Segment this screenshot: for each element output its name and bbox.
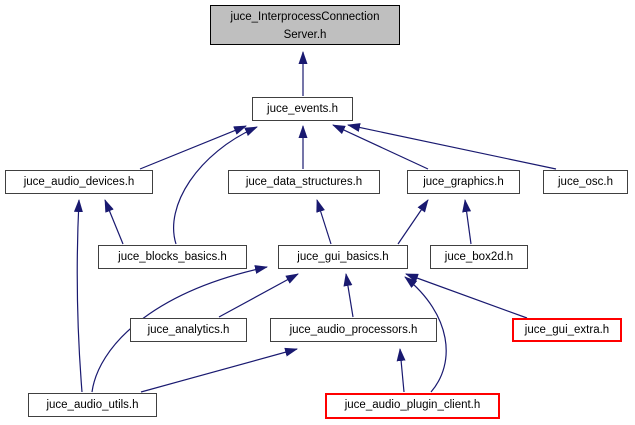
edge-graphics-to-events xyxy=(332,124,429,170)
edge-box2d-to-graphics xyxy=(462,199,472,245)
node-juce-osc[interactable]: juce_osc.h xyxy=(543,170,628,194)
node-juce-audio-devices[interactable]: juce_audio_devices.h xyxy=(5,170,153,194)
edge-gui_basics-to-graphics xyxy=(397,199,429,245)
node-juce-blocks-basics[interactable]: juce_blocks_basics.h xyxy=(98,245,247,269)
node-juce-gui-basics[interactable]: juce_gui_basics.h xyxy=(278,245,408,269)
node-juce-audio-processors[interactable]: juce_audio_processors.h xyxy=(270,318,437,342)
edge-audio_processors-to-gui_basics xyxy=(343,273,354,318)
edge-plugin_client-to-audio_processors xyxy=(396,348,406,393)
node-juce-graphics[interactable]: juce_graphics.h xyxy=(407,170,520,194)
edge-audio_utils-to-audio_devices xyxy=(73,199,83,393)
node-interprocess-connection-server[interactable]: juce_InterprocessConnection Server.h xyxy=(210,5,400,45)
edge-analytics-to-gui_basics xyxy=(218,273,299,318)
edge-gui_extra-to-gui_basics xyxy=(405,273,528,319)
edge-blocks_basics-to-events xyxy=(173,126,258,245)
node-juce-data-structures[interactable]: juce_data_structures.h xyxy=(228,170,380,194)
node-juce-analytics[interactable]: juce_analytics.h xyxy=(130,318,247,342)
edge-plugin_client-to-gui_basics xyxy=(404,276,447,393)
node-juce-gui-extra[interactable]: juce_gui_extra.h xyxy=(512,318,622,342)
node-juce-events[interactable]: juce_events.h xyxy=(252,97,353,121)
node-juce-audio-utils[interactable]: juce_audio_utils.h xyxy=(28,393,157,417)
edge-audio_utils-to-audio_processors xyxy=(140,347,298,393)
edge-blocks_basics-to-audio_devices xyxy=(104,199,124,245)
edge-gui_basics-to-data_structures xyxy=(316,199,332,245)
edge-osc-to-events xyxy=(347,123,557,170)
node-juce-box2d[interactable]: juce_box2d.h xyxy=(430,245,528,269)
node-juce-audio-plugin-client[interactable]: juce_audio_plugin_client.h xyxy=(325,393,500,419)
edge-audio_devices-to-events xyxy=(139,125,247,170)
